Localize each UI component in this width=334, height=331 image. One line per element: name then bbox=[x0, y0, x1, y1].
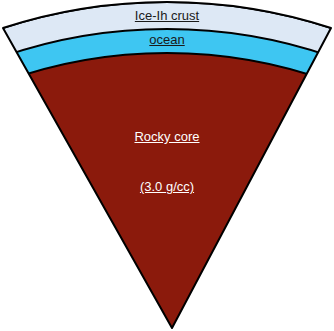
core-layer bbox=[0, 53, 334, 331]
layer-label: (3.0 g/cc) bbox=[140, 179, 194, 195]
layer-label: ocean bbox=[149, 32, 184, 48]
ocean-band: ocean bbox=[145, 32, 189, 50]
layer-label: Rocky core bbox=[134, 129, 199, 145]
layer-label: Ice-Ih crust bbox=[135, 8, 199, 24]
crust-band: Ice-Ih crust bbox=[131, 8, 204, 26]
core-region: Rocky core (3.0 g/cc) bbox=[130, 129, 204, 195]
ocean-layer bbox=[0, 29, 334, 331]
wedge-outline bbox=[3, 2, 331, 328]
